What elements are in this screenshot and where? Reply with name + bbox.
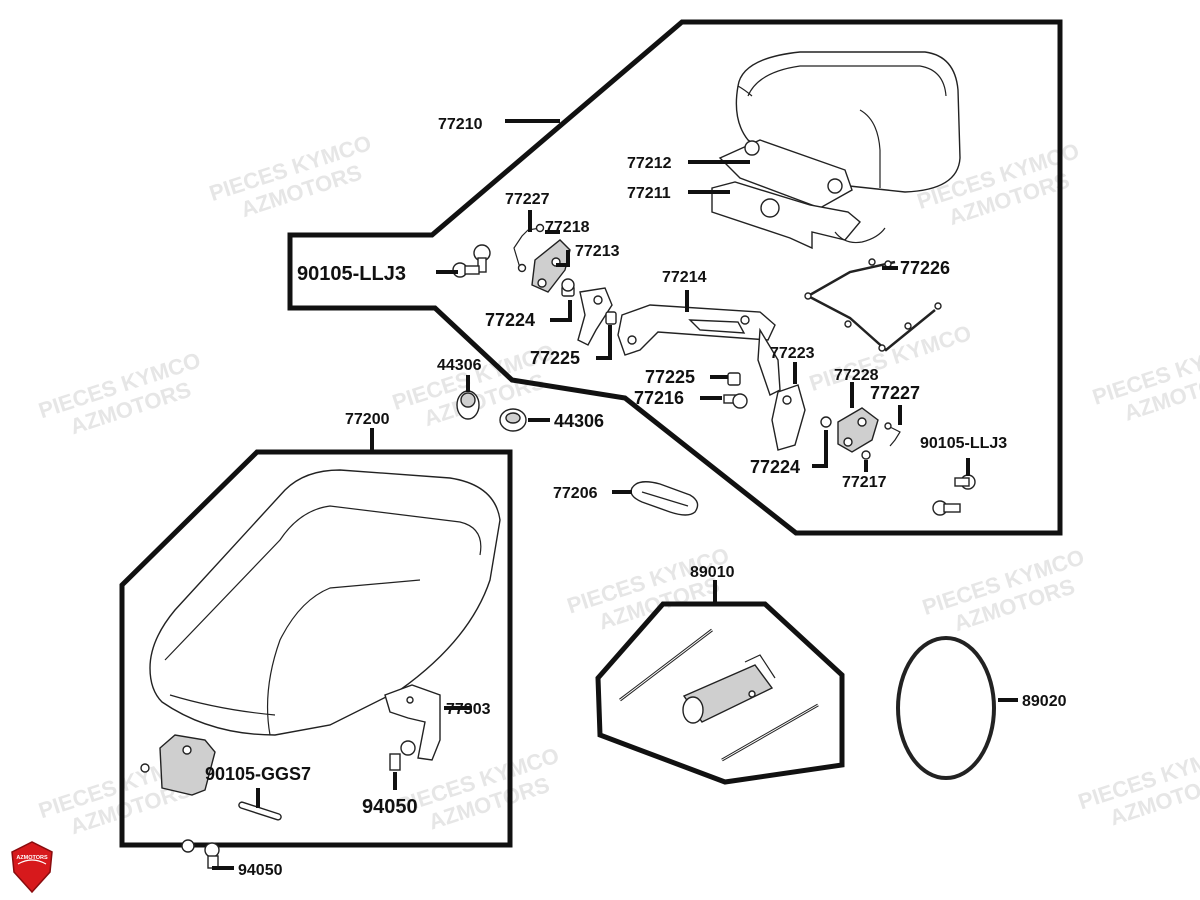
label-77227-upper: 77227 <box>505 191 550 208</box>
bolt-lower-part <box>932 474 976 516</box>
label-94050-b: 94050 <box>238 862 283 879</box>
label-77211: 77211 <box>627 185 671 202</box>
pin-part <box>238 801 282 821</box>
azmotors-logo: AZMOTORS <box>11 841 53 894</box>
tool-kit-group-outline <box>595 601 845 785</box>
leader-lines <box>212 119 1018 870</box>
screw-upper-part <box>561 278 575 297</box>
label-77218: 77218 <box>545 219 590 236</box>
rear-seat-plate-part <box>718 139 853 209</box>
rear-seat-base-part <box>711 181 886 250</box>
label-77227-lower: 77227 <box>870 383 920 403</box>
label-77223: 77223 <box>770 345 815 362</box>
label-77224-upper: 77224 <box>485 310 535 330</box>
label-77206: 77206 <box>553 485 598 502</box>
nut-upper-part <box>605 311 617 325</box>
label-44306-b: 44306 <box>554 411 604 431</box>
bracket-frame-part <box>617 304 781 396</box>
screwdriver-upper-part <box>619 628 713 702</box>
label-77217: 77217 <box>842 474 887 491</box>
label-77213: 77213 <box>575 243 620 260</box>
rubber-grommet-a-part <box>456 390 480 420</box>
label-77225-lower: 77225 <box>645 367 695 387</box>
label-90105-llj3-lower: 90105-LLJ3 <box>920 435 1007 452</box>
hinge-part <box>384 684 441 761</box>
label-90105-llj3-upper: 90105-LLJ3 <box>297 263 406 285</box>
rear-seat-group-outline <box>287 19 1063 536</box>
label-77228: 77228 <box>834 367 879 384</box>
bracket-77223-part <box>771 384 806 451</box>
bolt-94050-a-part <box>389 740 416 771</box>
seal-strip-part <box>804 258 942 352</box>
screwdriver-lower-part <box>721 703 819 762</box>
lock-plate-upper-part <box>531 239 571 293</box>
labels: 77210 77212 77211 77227 77218 77213 9010… <box>205 116 1067 879</box>
label-89020: 89020 <box>1022 693 1067 710</box>
screw-lower-part <box>820 416 832 428</box>
bolt-upper-part <box>452 244 491 278</box>
seat-latch-part <box>140 734 216 796</box>
label-77214: 77214 <box>662 269 707 286</box>
label-77225-upper: 77225 <box>530 348 580 368</box>
label-77200: 77200 <box>345 411 390 428</box>
socket-wrench-part <box>682 654 776 724</box>
spring-lower-part <box>884 422 901 447</box>
rubber-grommet-b-part <box>499 408 527 432</box>
label-77226: 77226 <box>900 258 950 278</box>
label-77303: 77303 <box>446 701 491 718</box>
belt-part <box>896 636 996 780</box>
bracket-77213-part <box>577 287 613 346</box>
label-77216: 77216 <box>634 388 684 408</box>
label-94050-a: 94050 <box>362 796 418 818</box>
lock-plate-lower-part <box>837 407 879 453</box>
label-90105-ggs7: 90105-GGS7 <box>205 764 311 784</box>
label-44306-a: 44306 <box>437 357 482 374</box>
washer-part <box>861 450 871 460</box>
logo-text: AZMOTORS <box>16 855 48 861</box>
main-seat-part <box>149 469 501 736</box>
main-seat-group-outline <box>119 449 513 848</box>
label-77212: 77212 <box>627 155 672 172</box>
label-77210: 77210 <box>438 116 483 133</box>
cushion-pad-part <box>630 481 699 516</box>
label-77224-lower: 77224 <box>750 457 800 477</box>
bolt-94050-b-part <box>181 839 220 869</box>
label-89010: 89010 <box>690 564 735 581</box>
bolt-77216-part <box>723 372 748 409</box>
